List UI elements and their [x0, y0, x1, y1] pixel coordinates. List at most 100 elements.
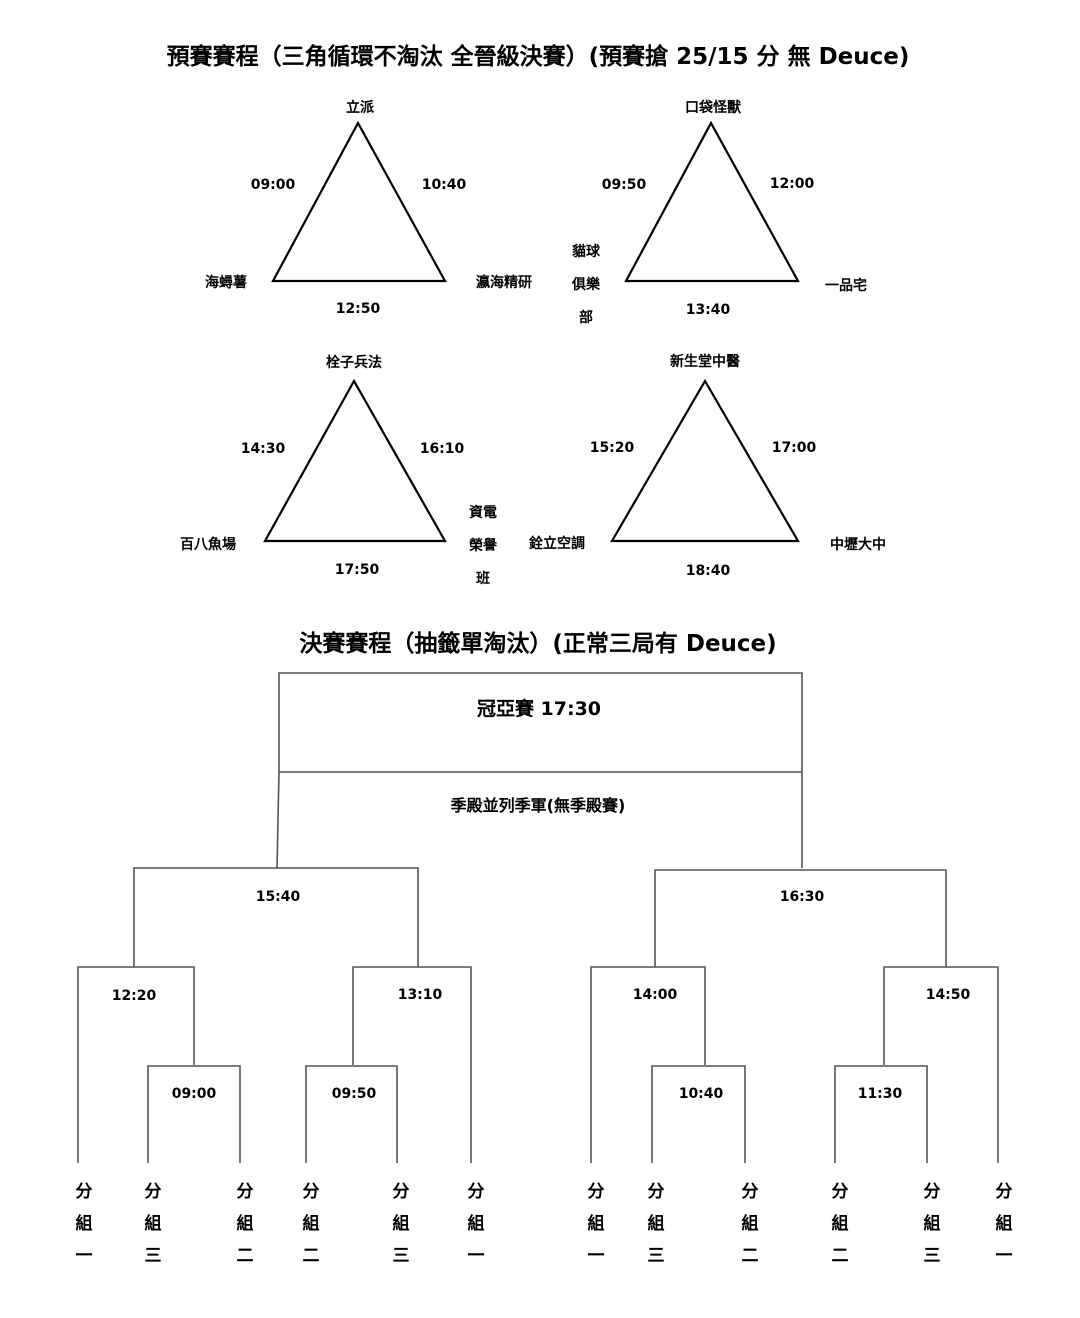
- bracket-slot-7-char-2: 組: [588, 1213, 605, 1234]
- bracket-slot-5-char-2: 組: [393, 1213, 410, 1234]
- champion-match-label: 冠亞賽 17:30: [477, 697, 601, 720]
- bracket-slot-7-char-3: 一: [588, 1246, 605, 1266]
- group-2-left-team-line-2: 俱樂: [571, 276, 601, 293]
- semi-right-bracket: [654, 869, 947, 967]
- bracket-slot-1-char-2: 組: [76, 1213, 93, 1234]
- bracket-slot-12-char-1: 分: [996, 1182, 1013, 1202]
- first-2-time: 09:50: [332, 1086, 377, 1102]
- bracket-slot-3-char-2: 組: [237, 1213, 254, 1234]
- bracket-slot-9-char-2: 組: [742, 1213, 759, 1234]
- bracket-slot-3-char-3: 二: [237, 1246, 254, 1266]
- group-1-time-left: 09:00: [251, 177, 296, 193]
- group-2-top-team: 口袋怪獸: [685, 99, 741, 116]
- semi-right-time: 16:30: [780, 889, 825, 905]
- final-title: 決賽賽程（抽籤單淘汰）(正常三局有 Deuce): [299, 630, 776, 657]
- group-4-triangle: [610, 378, 800, 543]
- group-3-right-team-line-3: 班: [476, 570, 490, 587]
- group-2-right-team: 一品宅: [825, 277, 867, 294]
- bracket-slot-4-char-1: 分: [303, 1182, 320, 1202]
- bracket-slot-11-char-1: 分: [924, 1182, 941, 1202]
- first-4-bracket: [834, 1065, 928, 1163]
- prelim-group-4: 新生堂中醫 銓立空調 中壢大中 15:20 17:00 18:40: [529, 353, 886, 579]
- semi-left-time: 15:40: [256, 889, 301, 905]
- semi-left-bracket: [133, 867, 419, 967]
- bracket-slot-8-char-2: 組: [648, 1213, 665, 1234]
- quarter-3-bracket: [590, 966, 706, 1163]
- bracket-slot-4-char-2: 組: [303, 1213, 320, 1234]
- group-1-top-team: 立派: [346, 99, 375, 116]
- bracket-slot-10-char-3: 二: [832, 1246, 849, 1266]
- quarter-4-bracket: [883, 966, 999, 1163]
- first-2-bracket: [305, 1065, 398, 1163]
- bracket-slot-4-char-3: 二: [303, 1246, 320, 1266]
- quarter-1-time: 12:20: [112, 988, 157, 1004]
- first-4-time: 11:30: [858, 1086, 903, 1102]
- bracket-slot-11-char-3: 三: [924, 1246, 941, 1266]
- bracket-slot-6-char-1: 分: [468, 1182, 485, 1202]
- group-3-time-left: 14:30: [241, 441, 286, 457]
- bracket-slot-11-char-2: 組: [924, 1213, 941, 1234]
- third-place-note: 季殿並列季軍(無季殿賽): [450, 796, 626, 815]
- group-3-triangle: [263, 378, 447, 543]
- group-2-time-right: 12:00: [770, 176, 815, 192]
- group-1-triangle: [271, 120, 447, 283]
- quarter-2-bracket: [352, 966, 472, 1163]
- group-3-right-team-line-1: 資電: [469, 504, 497, 521]
- group-4-top-team: 新生堂中醫: [670, 353, 740, 370]
- bracket-slot-8-char-3: 三: [648, 1246, 665, 1266]
- group-1-left-team: 海蟳薯: [205, 274, 247, 291]
- bracket-slot-12-char-3: 一: [996, 1246, 1013, 1266]
- group-2-left-team-line-1: 貓球: [572, 243, 601, 260]
- prelim-title: 預賽賽程（三角循環不淘汰 全晉級決賽）(預賽搶 25/15 分 無 Deuce): [167, 43, 910, 70]
- final-bracket: [77, 672, 999, 1163]
- group-2-time-bottom: 13:40: [686, 302, 731, 318]
- bracket-slot-10-char-1: 分: [832, 1182, 849, 1202]
- left-semi-connector: [276, 771, 280, 869]
- group-3-time-right: 16:10: [420, 441, 465, 457]
- bracket-slot-7-char-1: 分: [588, 1182, 605, 1202]
- group-3-left-team: 百八魚場: [180, 536, 236, 553]
- bracket-slot-6-char-3: 一: [468, 1246, 485, 1266]
- group-4-time-right: 17:00: [772, 440, 817, 456]
- prelim-group-2: 口袋怪獸 貓球 俱樂 部 一品宅 09:50 12:00 13:40: [571, 99, 867, 326]
- group-3-top-team: 栓子兵法: [326, 354, 382, 371]
- bracket-slot-5-char-3: 三: [393, 1246, 410, 1266]
- bracket-slot-10-char-2: 組: [832, 1213, 849, 1234]
- group-1-right-team: 瀛海精研: [475, 274, 532, 291]
- first-1-time: 09:00: [172, 1086, 217, 1102]
- bracket-slot-3-char-1: 分: [237, 1182, 254, 1202]
- bracket-slot-9-char-3: 二: [742, 1246, 759, 1266]
- group-1-time-bottom: 12:50: [336, 301, 381, 317]
- bracket-slot-8-char-1: 分: [648, 1182, 665, 1202]
- group-2-triangle: [624, 120, 800, 283]
- bracket-slot-9-char-1: 分: [742, 1182, 759, 1202]
- group-3-right-team-line-2: 榮譽: [469, 537, 498, 554]
- first-3-bracket: [651, 1065, 746, 1163]
- champion-box: [278, 672, 803, 772]
- group-2-time-left: 09:50: [602, 177, 647, 193]
- group-4-time-bottom: 18:40: [686, 563, 731, 579]
- bracket-slot-6-char-2: 組: [468, 1213, 485, 1234]
- first-3-time: 10:40: [679, 1086, 724, 1102]
- group-1-time-right: 10:40: [422, 177, 467, 193]
- bracket-slot-1-char-3: 一: [76, 1246, 93, 1266]
- quarter-1-bracket: [77, 966, 195, 1163]
- bracket-slot-5-char-1: 分: [393, 1182, 410, 1202]
- prelim-group-1: 立派 海蟳薯 瀛海精研 09:00 10:40 12:50: [205, 99, 532, 317]
- prelim-group-3: 栓子兵法 百八魚場 資電 榮譽 班 14:30 16:10 17:50: [180, 354, 498, 587]
- group-4-time-left: 15:20: [590, 440, 635, 456]
- group-2-left-team-line-3: 部: [579, 309, 593, 326]
- group-4-left-team: 銓立空調: [529, 535, 585, 552]
- first-1-bracket: [147, 1065, 241, 1163]
- group-3-time-bottom: 17:50: [335, 562, 380, 578]
- bracket-slot-2-char-3: 三: [145, 1246, 162, 1266]
- bracket-slot-2-char-2: 組: [145, 1213, 162, 1234]
- quarter-4-time: 14:50: [926, 987, 971, 1003]
- group-4-right-team: 中壢大中: [830, 536, 886, 553]
- bracket-slot-12-char-2: 組: [996, 1213, 1013, 1234]
- quarter-2-time: 13:10: [398, 987, 443, 1003]
- bracket-slot-2-char-1: 分: [145, 1182, 162, 1202]
- bracket-slot-1-char-1: 分: [76, 1182, 93, 1202]
